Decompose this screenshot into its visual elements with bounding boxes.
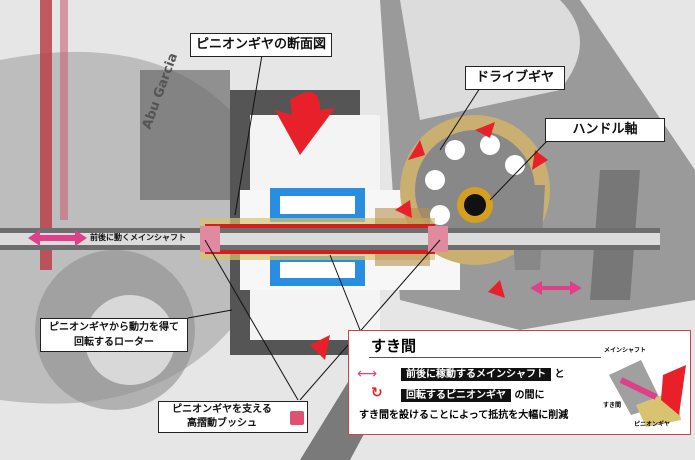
rod-blank: [40, 0, 52, 270]
inset-pinion: ピニオンギヤ: [634, 421, 671, 428]
bushing-swatch: [290, 411, 304, 425]
label-bushing-line1: ピニオンギヤを支える: [172, 404, 272, 415]
shaft-motion-arrow-rear: [530, 281, 582, 295]
label-bushing: ピニオンギヤを支える 高摺動ブッシュ: [158, 401, 308, 433]
inset-gap: すき間: [603, 402, 622, 409]
info-line1-suffix: と: [554, 369, 565, 380]
divider: [369, 357, 601, 358]
info-title: すき間: [371, 337, 417, 355]
info-line2-suffix: の間に: [514, 390, 545, 401]
label-bushing-line2: 高摺動ブッシュ: [187, 418, 257, 429]
bushing-rear: [428, 226, 448, 252]
label-rotor: ピニオンギヤから動力を得て 回転するローター: [40, 318, 188, 352]
inset-main-shaft: メインシャフト: [604, 347, 647, 354]
label-rotor-line2: 回転するローター: [74, 337, 154, 348]
rotation-arrow-pinion: [395, 200, 412, 218]
info-line3: すき間を設けることによって抵抗を大幅に削減: [359, 410, 569, 421]
rotor-section: [230, 90, 360, 355]
rotation-icon: ↻: [371, 385, 383, 401]
gap-inset-illustration: [609, 360, 686, 427]
double-arrow-icon: ⟷: [357, 366, 378, 382]
info-line2: 回転するピニオンギヤ の間に: [401, 386, 545, 402]
gap-info-box: すき間 ⟷ 前後に稼動するメインシャフト と ↻ 回転するピニオンギヤ の間に …: [348, 330, 691, 435]
label-main-shaft: 前後に動くメインシャフト: [90, 233, 186, 242]
rotation-arrow-rotor: [275, 92, 335, 155]
bushing-front: [200, 226, 220, 252]
label-handle-shaft: ハンドル軸: [545, 118, 665, 142]
shaft-motion-arrow: [28, 230, 87, 246]
label-rotor-line1: ピニオンギヤから動力を得て: [49, 322, 179, 333]
highlight-pinion: 回転するピニオンギヤ: [401, 389, 511, 402]
highlight-main-shaft: 前後に稼動するメインシャフト: [401, 368, 551, 381]
info-line1: 前後に稼動するメインシャフト と: [401, 365, 565, 381]
label-pinion-cross-section: ピニオンギヤの断面図: [190, 33, 332, 57]
handle-shaft: [464, 194, 486, 216]
label-drive-gear: ドライブギヤ: [465, 66, 565, 90]
